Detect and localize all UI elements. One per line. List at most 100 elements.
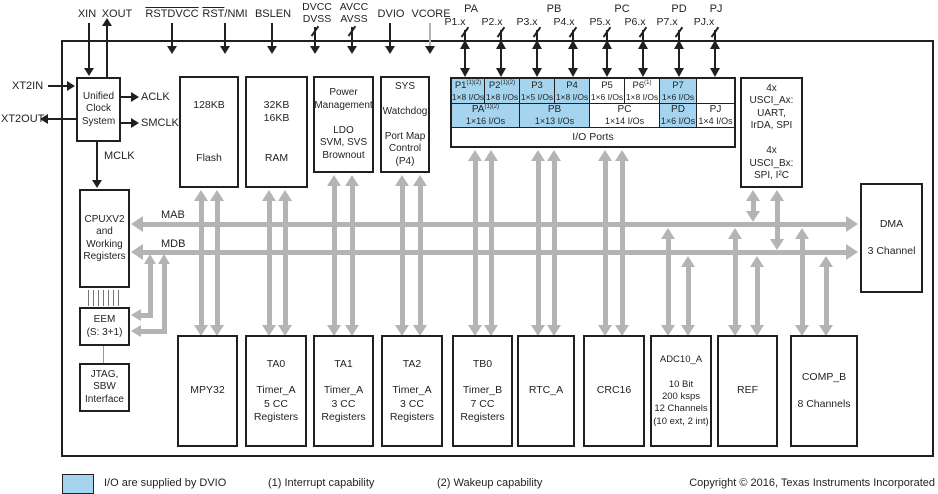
arrowhead-up [709, 40, 720, 49]
pin-label-p4x: P4.x [553, 16, 575, 28]
block-ram: 32KB 16KB RAM [245, 76, 308, 188]
block-ref: REF [717, 335, 778, 447]
arrowhead-down [709, 68, 720, 77]
arrowhead-up [727, 228, 742, 239]
connector-line [266, 200, 272, 326]
rstdvcc-text: RSTDVCC [145, 8, 199, 20]
pin-label-p2x: P2.x [481, 16, 503, 28]
bus-label-mab: MAB [161, 209, 185, 221]
pin-label-xin: XIN [77, 8, 97, 20]
connector-line [536, 30, 538, 42]
port-group-label-pc: PC [614, 3, 630, 15]
copyright-text: Copyright © 2016, Texas Instruments Inco… [689, 477, 935, 489]
arrowhead-right [131, 92, 139, 102]
block-comp-b: COMP_B 8 Channels [790, 335, 858, 447]
connector-line [732, 238, 738, 326]
arrowhead-up [637, 40, 648, 49]
arrowhead-right [846, 216, 858, 232]
io-ports-title: I/O Ports [572, 131, 614, 143]
arrowhead-down [310, 46, 320, 54]
connector-line [140, 328, 167, 334]
connector-line [500, 48, 502, 69]
arrowhead-down [193, 325, 208, 336]
arrowhead-down [597, 325, 612, 336]
arrowhead-right [67, 81, 75, 91]
pin-label-xt2out: XT2OUT [1, 113, 45, 125]
arrowhead-up [326, 175, 341, 186]
arrowhead-down [425, 46, 435, 54]
connector-line [142, 249, 847, 255]
legend-note-2: (2) Wakeup capability [437, 477, 543, 489]
legend-note-1: (1) Interrupt capability [268, 477, 375, 489]
arrowhead-down [660, 325, 675, 336]
block-usci: 4x USCI_Ax: UART, IrDA, SPI 4x USCI_Bx: … [740, 77, 803, 188]
pin-label-rst-nmi: RST/NMI [202, 8, 247, 21]
connector-line [399, 185, 405, 326]
io-cell-p1: P1(1)(2)1×8 I/Os [452, 79, 485, 104]
arrowhead-down [530, 325, 545, 336]
connector-line [389, 23, 391, 47]
pin-label-vcore: VCORE [411, 8, 451, 20]
connector-line [572, 30, 574, 42]
arrowhead-down [344, 325, 359, 336]
connector-line [224, 23, 226, 47]
connector-line [774, 200, 780, 240]
port-group-label-pj: PJ [709, 3, 723, 15]
block-jtag: JTAG, SBW Interface [79, 363, 130, 412]
arrowhead-down [601, 68, 612, 77]
arrowhead-up [601, 40, 612, 49]
arrowhead-up [531, 40, 542, 49]
rst-text: RST [202, 8, 225, 20]
nmi-text: /NMI [224, 8, 248, 20]
arrowhead-left [131, 308, 141, 321]
pin-label-xt2in: XT2IN [12, 80, 44, 92]
arrowhead-up [597, 150, 612, 161]
pin-label-pjx: PJ.x [693, 16, 715, 28]
io-cell-p2: P2(1)(2)1×8 I/Os [485, 79, 520, 104]
connector-line [112, 290, 114, 306]
connector-line [619, 160, 625, 326]
connector-line [121, 122, 132, 124]
arrowhead-down [483, 325, 498, 336]
arrowhead-down [220, 46, 230, 54]
connector-line [678, 48, 680, 69]
connector-line [121, 96, 132, 98]
arrowhead-down [673, 68, 684, 77]
connector-line [417, 185, 423, 326]
arrowhead-up [818, 256, 833, 267]
block-adc10: ADC10_A 10 Bit 200 ksps 12 Channels (10 … [650, 335, 712, 447]
pin-label-avcc-avss: AVCC AVSS [339, 1, 369, 26]
connector-line [750, 200, 756, 212]
arrowhead-right [846, 244, 858, 260]
arrowhead-up [157, 254, 170, 264]
legend-dvio-note: I/O are supplied by DVIO [104, 477, 227, 489]
arrowhead-up [102, 18, 112, 26]
arrowhead-down [818, 325, 833, 336]
io-cell-blank [697, 79, 734, 104]
arrowhead-down [749, 325, 764, 336]
block-ta2: TA2 Timer_A 3 CC Registers [381, 335, 443, 447]
connector-line [464, 30, 466, 42]
block-flash: 128KB Flash [179, 76, 239, 188]
arrowhead-down [459, 68, 470, 77]
arrowhead-up [680, 256, 695, 267]
arrowhead-down [727, 325, 742, 336]
connector-line [714, 30, 716, 42]
block-ta1: TA1 Timer_A 3 CC Registers [313, 335, 374, 447]
arrowhead-up [412, 175, 427, 186]
connector-line [106, 25, 108, 77]
arrowhead-down [467, 325, 482, 336]
arrowhead-up [614, 150, 629, 161]
arrowhead-down [167, 46, 177, 54]
connector-line [464, 48, 466, 69]
connector-line [349, 185, 355, 326]
connector-line [799, 238, 805, 326]
arrowhead-down [326, 325, 341, 336]
block-sys-watchdog: SYS Watchdog Port Map Control (P4) [380, 76, 430, 173]
arrowhead-up [749, 256, 764, 267]
pin-label-p3x: P3.x [516, 16, 538, 28]
